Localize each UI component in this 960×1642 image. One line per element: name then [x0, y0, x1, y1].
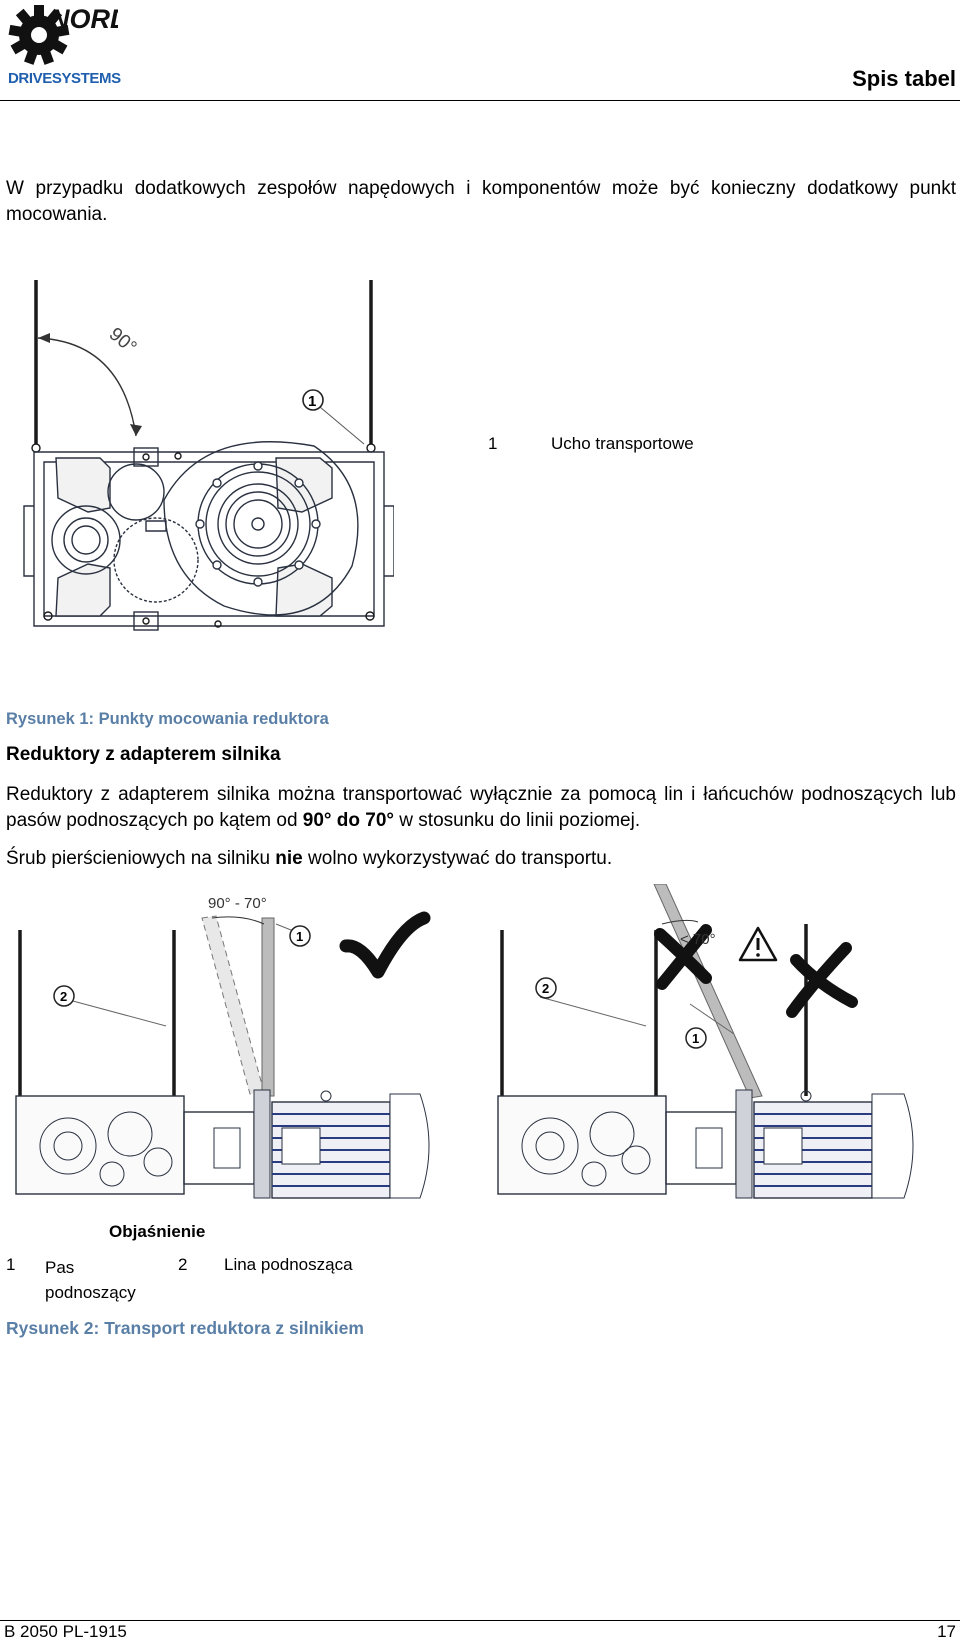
section-heading: Reduktory z adapterem silnika: [6, 744, 281, 765]
legend-1-number: 1: [6, 1255, 16, 1274]
page-header-title: Spis tabel: [852, 66, 956, 91]
intro-paragraph: W przypadku dodatkowych zespołów napędow…: [6, 178, 956, 225]
figure1-legend-number: 1: [488, 434, 498, 453]
figure2-caption: Rysunek 2: Transport reduktora z silniki…: [6, 1318, 364, 1338]
angle-label-90: 90°: [105, 324, 141, 359]
figure1-caption: Rysunek 1: Punkty mocowania reduktora: [6, 710, 329, 728]
legend-2-number: 2: [178, 1255, 188, 1274]
section-paragraph-1: Reduktory z adapterem silnika można tran…: [6, 784, 956, 831]
footer-page-number: 17: [937, 1622, 956, 1641]
gearbox-top-view-figure: 90° 1: [14, 276, 394, 666]
right-callout-1: 1: [692, 1031, 699, 1046]
callout-number-1: 1: [308, 393, 316, 410]
right-callout-2: 2: [542, 981, 549, 996]
footer-rule: [0, 1620, 960, 1621]
footer-doc-id: B 2050 PL-1915: [4, 1622, 127, 1641]
figure1-legend-text: Ucho transportowe: [551, 434, 694, 453]
legend-1-text: Pas podnoszący: [45, 1258, 136, 1302]
header-rule: [0, 100, 960, 101]
logo-subtitle: DRIVESYSTEMS: [8, 70, 121, 87]
right-angle-label: < 70°: [680, 931, 716, 948]
left-callout-1: 1: [296, 929, 303, 944]
callout-circle-1: [302, 389, 324, 411]
left-callout-2: 2: [60, 989, 67, 1004]
transport-figure: 90° - 70° < 70° 1 2 2 1: [6, 884, 956, 1204]
legend-title: Objaśnienie: [109, 1222, 206, 1241]
left-angle-label: 90° - 70°: [208, 895, 267, 912]
legend-2-text: Lina podnosząca: [224, 1255, 353, 1274]
section-paragraph-2: Śrub pierścieniowych na silniku nie woln…: [6, 848, 613, 869]
